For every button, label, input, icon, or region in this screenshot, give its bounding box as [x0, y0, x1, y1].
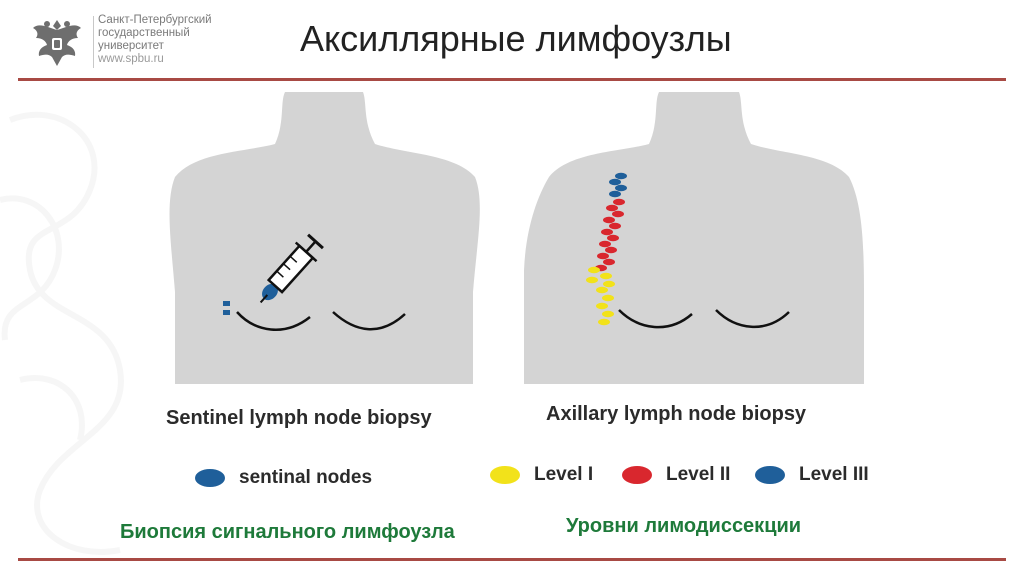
lymph-node-levels [586, 172, 627, 326]
torso-silhouette [169, 92, 480, 384]
syringe-icon [259, 233, 324, 304]
lymph-node-level-1 [596, 286, 608, 294]
lymph-node-level-2 [603, 216, 615, 224]
university-website[interactable]: www.spbu.ru [98, 53, 164, 65]
subtitle-dissection-levels: Уровни лимодиссекции [566, 515, 802, 537]
university-line-1: Санкт-Петербургский [98, 14, 212, 26]
sentinel-caption: Sentinel lymph node biopsy [166, 407, 432, 429]
right-breast-curve [715, 309, 790, 328]
axillary-caption: Axillary lymph node biopsy [546, 403, 807, 425]
legend-label: Level III [799, 464, 869, 485]
lymph-node-level-3 [615, 184, 627, 192]
lymph-node-level-3 [609, 190, 621, 198]
right-breast-curve [332, 311, 406, 331]
header-divider [93, 16, 94, 68]
lymph-node-level-2 [599, 240, 611, 248]
sentinel-node-mark [223, 310, 230, 315]
lymph-node-level-1 [588, 266, 600, 274]
lymph-node-level-1 [598, 318, 610, 326]
lymph-node-level-1 [603, 280, 615, 288]
lymph-node-level-2 [597, 252, 609, 260]
lymph-node-level-1 [602, 294, 614, 302]
legend-label: Level II [666, 464, 731, 485]
lymph-node-level-2 [613, 198, 625, 206]
watermark-ornament [0, 111, 124, 555]
sentinel-node-mark [223, 301, 230, 306]
sentinel-biopsy-illustration [135, 92, 492, 384]
legend-swatch-level-3 [755, 466, 785, 484]
legend-level-1: Level I [490, 464, 593, 486]
page-title: Аксиллярные лимфоузлы [300, 18, 732, 59]
left-breast-curve [236, 311, 311, 331]
lymph-node-level-3 [609, 178, 621, 186]
subtitle-sentinel-biopsy: Биопсия сигнального лимфоузла [120, 521, 455, 543]
axillary-biopsy-illustration [524, 92, 864, 384]
legend-level-3: Level III [755, 464, 869, 486]
lymph-node-level-2 [606, 204, 618, 212]
legend-swatch-sentinal [195, 469, 225, 487]
legend-label: sentinal nodes [239, 467, 373, 488]
top-rule [18, 78, 1006, 81]
legend-swatch-level-1 [490, 466, 520, 484]
lymph-node-level-3 [615, 172, 627, 180]
university-line-3: университет [98, 40, 164, 52]
lymph-node-level-2 [609, 222, 621, 230]
legend-sentinal-nodes: sentinal nodes [195, 467, 372, 489]
lymph-node-level-1 [600, 272, 612, 280]
lymph-node-level-2 [601, 228, 613, 236]
university-emblem-icon [33, 20, 81, 66]
bottom-rule [18, 558, 1006, 561]
legend-swatch-level-2 [622, 466, 652, 484]
left-breast-curve [618, 309, 693, 329]
lymph-node-level-2 [612, 210, 624, 218]
lymph-node-level-2 [607, 234, 619, 242]
lymph-node-level-2 [605, 246, 617, 254]
lymph-node-level-1 [596, 302, 608, 310]
legend-level-2: Level II [622, 464, 730, 486]
university-name: Санкт-Петербургский государственный унив… [98, 14, 298, 66]
lymph-node-level-1 [602, 310, 614, 318]
university-line-2: государственный [98, 27, 190, 39]
lymph-node-level-2 [603, 258, 615, 266]
lymph-node-level-1 [586, 276, 598, 284]
legend-label: Level I [534, 464, 594, 485]
